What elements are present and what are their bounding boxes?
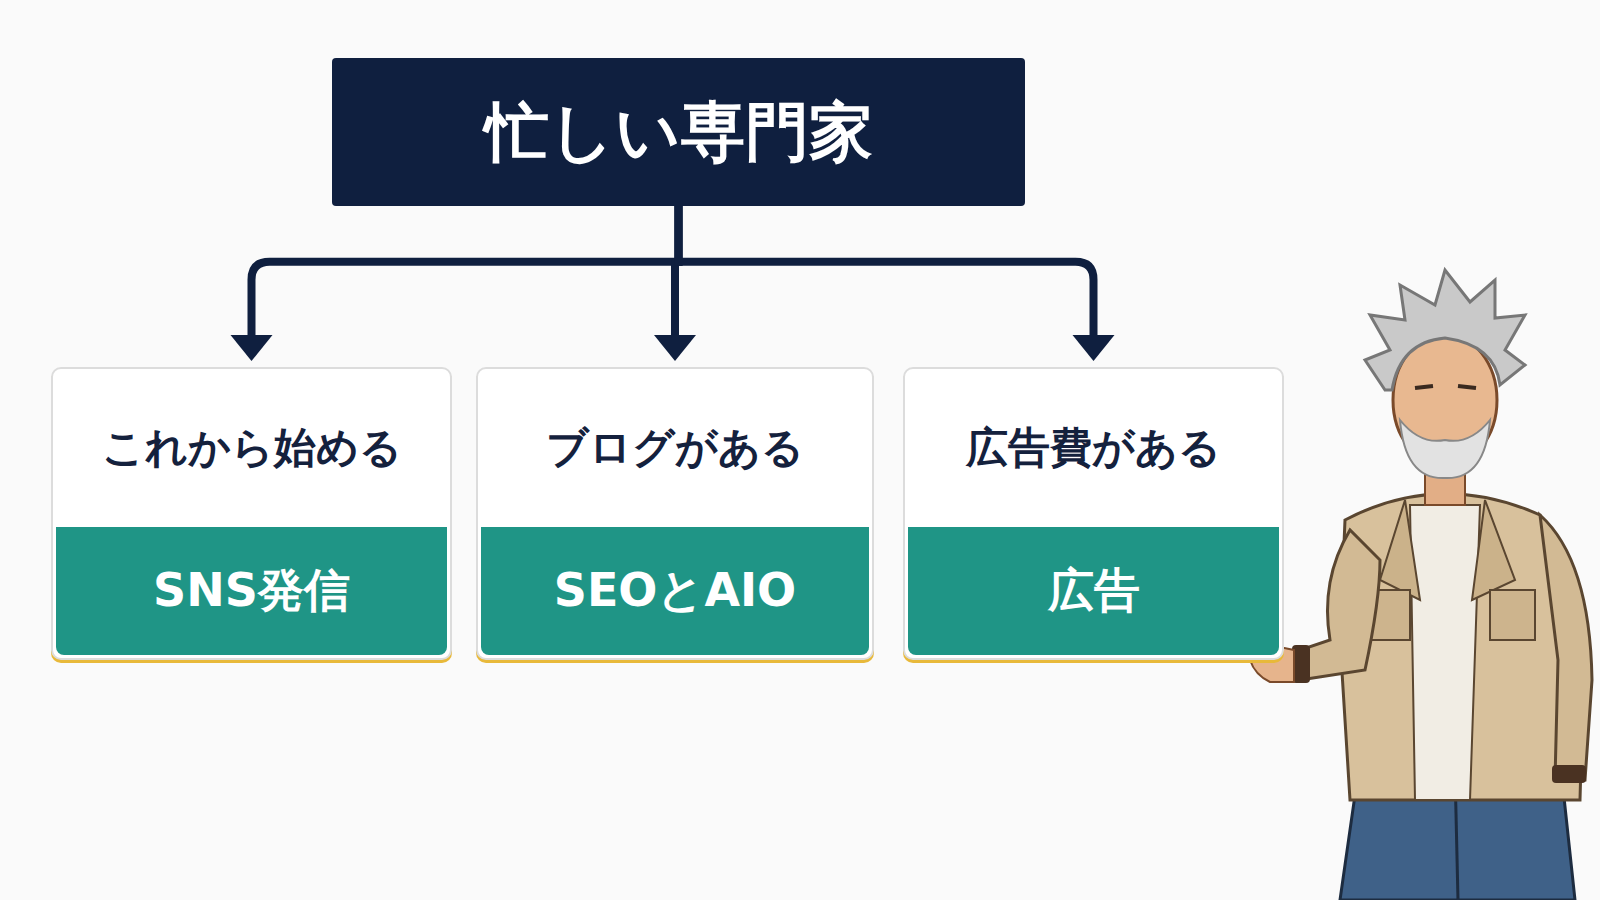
card-band-text: SNS発信 [153,560,350,622]
card-band: SEOとAIO [481,527,869,655]
title-text: 忙しい専門家 [485,89,873,176]
option-card: これから始める SNS発信 [51,367,452,660]
branch-arrow [231,206,679,361]
card-band-text: SEOとAIO [554,560,796,622]
card-header: ブログがある [478,369,872,527]
card-band-text: 広告 [1048,560,1140,622]
title-box: 忙しい専門家 [332,58,1025,206]
option-card: 広告費がある広告 [903,367,1284,660]
option-card: ブログがある SEOとAIO [476,367,874,660]
card-header: 広告費がある [905,369,1282,527]
branch-arrow [679,206,1115,361]
card-heading: これから始める [102,420,402,476]
card-header: これから始める [53,369,450,527]
card-band: 広告 [908,527,1279,655]
card-heading: 広告費がある [966,420,1221,476]
card-band: SNS発信 [56,527,447,655]
card-heading: ブログがある [546,420,804,476]
